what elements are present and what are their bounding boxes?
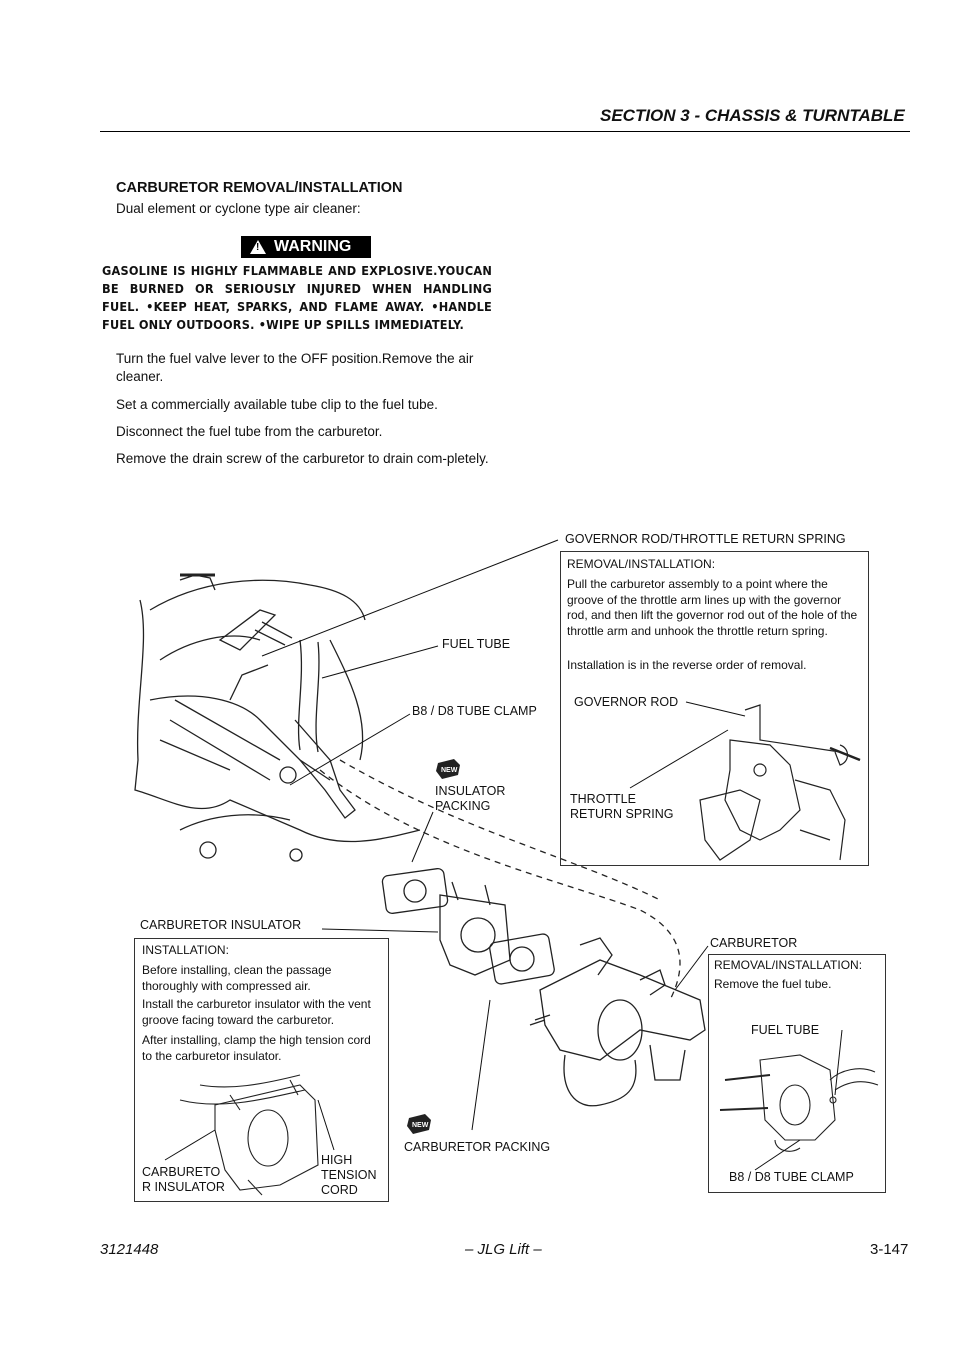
installation-info-box: INSTALLATION: Before installing, clean t… bbox=[134, 938, 389, 1202]
carb-tube-clamp-callout: B8 / D8 TUBE CLAMP bbox=[729, 1170, 854, 1184]
governor-rod-label: GOVERNOR ROD/THROTTLE RETURN SPRING bbox=[565, 532, 846, 546]
new-part-icon: NEW bbox=[405, 1112, 431, 1134]
footer-page-number: 3-147 bbox=[870, 1241, 909, 1258]
svg-text:NEW: NEW bbox=[412, 1122, 429, 1129]
governor-info-box: REMOVAL/INSTALLATION: Pull the carbureto… bbox=[560, 551, 869, 866]
install-box-heading: INSTALLATION: bbox=[142, 943, 229, 957]
install-box-para3: After installing, clamp the high tension… bbox=[142, 1033, 371, 1063]
governor-rod-callout: GOVERNOR ROD bbox=[574, 695, 679, 709]
step-3: Disconnect the fuel tube from the carbur… bbox=[116, 424, 383, 439]
carb-fuel-tube-callout: FUEL TUBE bbox=[751, 1023, 820, 1037]
carburetor-label: CARBURETOR bbox=[710, 936, 798, 950]
warning-text: GASOLINE IS HIGHLY FLAMMABLE AND EXPLOSI… bbox=[102, 263, 492, 332]
new-part-icon: NEW bbox=[434, 757, 460, 779]
footer-center: – JLG Lift – bbox=[465, 1241, 542, 1258]
subtitle: Dual element or cyclone type air cleaner… bbox=[116, 201, 361, 216]
carb-box-heading: REMOVAL/INSTALLATION: bbox=[714, 958, 863, 972]
warning-badge-label: WARNING bbox=[274, 238, 352, 255]
section-header: SECTION 3 - CHASSIS & TURNTABLE bbox=[600, 106, 905, 125]
step-4: Remove the drain screw of the carburetor… bbox=[116, 451, 489, 466]
carburetor-packing-label: CARBURETOR PACKING bbox=[404, 1140, 551, 1154]
carb-box-para1: Remove the fuel tube. bbox=[714, 977, 832, 991]
footer-doc-number: 3121448 bbox=[100, 1241, 159, 1258]
carburetor-insulator-label: CARBURETOR INSULATOR bbox=[140, 918, 302, 932]
step-1: Turn the fuel valve lever to the OFF pos… bbox=[116, 351, 474, 384]
carburetor-info-box: REMOVAL/INSTALLATION: Remove the fuel tu… bbox=[708, 954, 886, 1193]
governor-box-para2: Installation is in the reverse order of … bbox=[567, 658, 807, 672]
page-title: CARBURETOR REMOVAL/INSTALLATION bbox=[116, 180, 403, 196]
install-box-para2: Install the carburetor insulator with th… bbox=[142, 997, 371, 1027]
tube-clamp-label: B8 / D8 TUBE CLAMP bbox=[412, 704, 537, 718]
governor-box-para1: Pull the carburetor assembly to a point … bbox=[567, 577, 858, 638]
install-box-para1: Before installing, clean the passage tho… bbox=[142, 963, 332, 993]
step-2: Set a commercially available tube clip t… bbox=[116, 397, 438, 412]
header-rule bbox=[100, 131, 910, 132]
svg-text:NEW: NEW bbox=[441, 767, 458, 774]
warning-icon: ! bbox=[250, 240, 266, 254]
warning-badge: ! WARNING bbox=[241, 236, 371, 258]
governor-box-heading: REMOVAL/INSTALLATION: bbox=[567, 557, 716, 571]
fuel-tube-label: FUEL TUBE bbox=[442, 637, 511, 651]
